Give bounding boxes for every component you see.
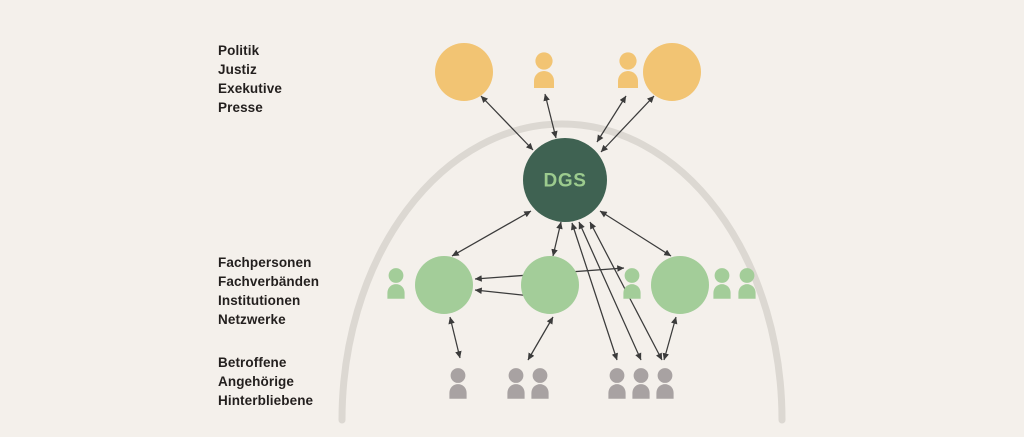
professional-person-right-a[interactable] xyxy=(713,268,731,299)
affected-person-3-body xyxy=(531,384,549,399)
group-label-affected-line-2: Angehörige xyxy=(218,374,295,389)
authority-person-right[interactable] xyxy=(618,52,638,88)
group-label-authorities-line-2: Justiz xyxy=(218,62,257,77)
authority-circle-left[interactable] xyxy=(435,43,493,101)
professional-person-far-left-head xyxy=(388,268,404,283)
affected-person-6[interactable] xyxy=(656,368,674,399)
affected-person-1-head xyxy=(450,368,466,383)
authority-person-right-body xyxy=(618,71,638,88)
link-dgs-authority-person-left xyxy=(543,93,558,139)
affected-person-4[interactable] xyxy=(608,368,626,399)
link-professional-right-affected-6 xyxy=(662,316,678,361)
professional-person-right-b-head xyxy=(739,268,755,283)
affected-person-1-body xyxy=(449,384,467,399)
authority-person-left[interactable] xyxy=(534,52,554,88)
dome-arc xyxy=(338,120,786,424)
professional-person-right-b[interactable] xyxy=(738,268,756,299)
group-label-authorities-line-1: Politik xyxy=(218,43,260,58)
center-node-circle[interactable] xyxy=(523,138,607,222)
professional-circle-right[interactable] xyxy=(651,256,709,314)
authority-person-left-body xyxy=(534,71,554,88)
connection-layer xyxy=(448,93,678,361)
affected-person-3[interactable] xyxy=(531,368,549,399)
professional-person-middle-right-body xyxy=(623,284,641,299)
professional-circle-middle[interactable] xyxy=(521,256,579,314)
group-label-professionals-line-2: Fachverbänden xyxy=(218,274,320,289)
professional-person-middle-right[interactable] xyxy=(623,268,641,299)
link-dgs-professional-circle-right xyxy=(599,210,672,257)
professional-person-middle-right-head xyxy=(624,268,640,283)
arc-layer xyxy=(338,120,786,424)
group-label-affected-line-3: Hinterbliebene xyxy=(218,393,314,408)
professional-person-far-left-body xyxy=(387,284,405,299)
group-label-affected: Betroffene Angehörige Hinterbliebene xyxy=(218,353,313,410)
affected-person-2-head xyxy=(508,368,524,383)
group-label-professionals: Fachpersonen Fachverbänden Institutionen… xyxy=(218,253,319,329)
link-dgs-professional-circle-left xyxy=(451,210,532,257)
professional-circle-left[interactable] xyxy=(415,256,473,314)
group-label-authorities-line-3: Exekutive xyxy=(218,81,282,96)
affected-person-2-body xyxy=(507,384,525,399)
link-dgs-authority-circle-right xyxy=(600,95,655,153)
affected-person-2[interactable] xyxy=(507,368,525,399)
group-label-affected-line-1: Betroffene xyxy=(218,355,287,370)
group-label-professionals-line-1: Fachpersonen xyxy=(218,255,312,270)
affected-person-3-head xyxy=(532,368,548,383)
center-node[interactable]: DGS xyxy=(523,138,607,222)
affected-person-4-head xyxy=(609,368,625,383)
affected-person-6-body xyxy=(656,384,674,399)
authority-person-left-head xyxy=(535,52,553,70)
affected-person-5-body xyxy=(632,384,650,399)
professional-person-right-a-body xyxy=(713,284,731,299)
professional-person-right-a-head xyxy=(714,268,730,283)
authority-person-right-head xyxy=(619,52,637,70)
group-label-professionals-line-3: Institutionen xyxy=(218,293,301,308)
affected-person-4-body xyxy=(608,384,626,399)
affected-person-5-head xyxy=(633,368,649,383)
group-label-authorities: Politik Justiz Exekutive Presse xyxy=(218,41,282,117)
node-layer xyxy=(387,43,756,399)
affected-person-1[interactable] xyxy=(449,368,467,399)
affected-person-5[interactable] xyxy=(632,368,650,399)
link-dgs-professional-circle-middle xyxy=(551,221,563,257)
authority-circle-right[interactable] xyxy=(643,43,701,101)
link-professional-left-affected-1 xyxy=(448,316,462,359)
professional-person-right-b-body xyxy=(738,284,756,299)
group-label-professionals-line-4: Netzwerke xyxy=(218,312,286,327)
link-dgs-authority-circle-left xyxy=(480,95,534,151)
center-node-label: DGS xyxy=(544,171,587,192)
affected-person-6-head xyxy=(657,368,673,383)
group-label-authorities-line-4: Presse xyxy=(218,100,263,115)
professional-person-far-left[interactable] xyxy=(387,268,405,299)
link-professional-middle-affected-2 xyxy=(527,316,554,361)
